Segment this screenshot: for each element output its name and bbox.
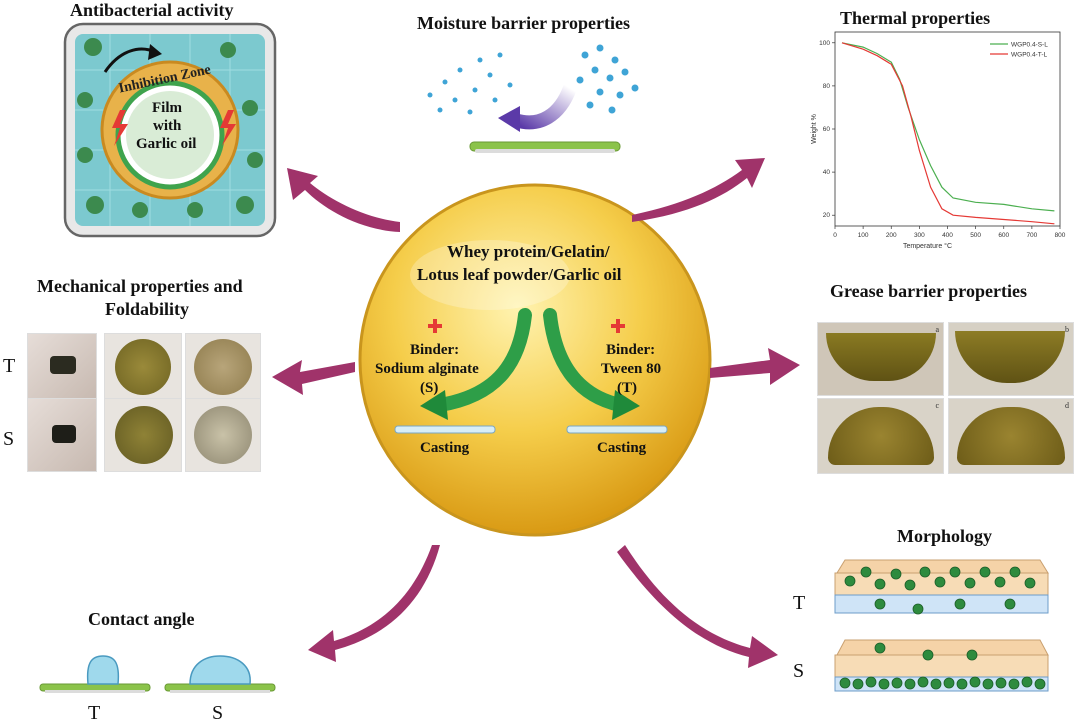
chart-frame [834, 31, 1061, 227]
droplet-t-icon [86, 655, 120, 685]
grease-photo-d: d [948, 398, 1074, 474]
arrow-to-thermal [632, 158, 765, 222]
bacteria-clusters [77, 38, 263, 218]
photo-s-folded [185, 398, 261, 472]
y-tick-label: 40 [823, 169, 831, 176]
plus-icon-left [428, 319, 442, 333]
casting-dish-left [394, 425, 496, 434]
casting-left-label: Casting [420, 440, 470, 456]
right-binder-line3: (T) [617, 380, 637, 396]
mechanical-row-s-label: S [3, 428, 15, 450]
particles-t [844, 566, 1036, 615]
grease-title: Grease barrier properties [830, 281, 1027, 301]
grease-photo-b: b [948, 322, 1074, 396]
x-tick-label: 700 [1026, 232, 1037, 239]
right-binder-line1: Binder: [606, 342, 656, 358]
x-tick-label: 300 [914, 232, 925, 239]
grease-letter-a: a [935, 325, 939, 334]
left-binder-line2: Sodium alginate [375, 361, 479, 377]
antibacterial-title: Antibacterial activity [70, 0, 234, 20]
grease-photo-c: c [817, 398, 944, 474]
series-line-WGP0.4-S-L [841, 42, 1055, 212]
x-tick-label: 0 [833, 232, 837, 239]
particles-s [839, 642, 1046, 690]
contact-angle-film-t [39, 683, 151, 693]
central-sphere [358, 183, 712, 537]
contact-angle-label-s: S [212, 702, 224, 724]
x-tick-label: 100 [858, 232, 869, 239]
film-label-2: with [153, 118, 182, 134]
casting-dish-right [566, 425, 668, 434]
droplet-s-icon [189, 655, 251, 685]
left-binder-line1: Binder: [410, 342, 460, 358]
mechanical-row-t-label: T [3, 355, 16, 377]
x-tick-label: 600 [998, 232, 1009, 239]
legend-label-WGP0.4-T-L: WGP0.4-T-L [1011, 52, 1048, 59]
left-binder-line3: (S) [420, 380, 439, 396]
x-tick-label: 500 [970, 232, 981, 239]
moisture-title: Moisture barrier properties [417, 13, 630, 33]
center-title-line1: Whey protein/Gelatin/ [447, 242, 610, 261]
arrow-to-grease [710, 348, 800, 385]
x-tick-label: 400 [942, 232, 953, 239]
arrow-to-mechanical [272, 360, 355, 395]
legend-label-WGP0.4-S-L: WGP0.4-S-L [1011, 42, 1048, 49]
x-axis-label: Temperature °C [903, 242, 952, 250]
y-tick-label: 80 [823, 83, 831, 90]
grease-photo-a: a [817, 322, 944, 396]
grease-letter-d: d [1065, 401, 1069, 410]
bolt-icon-left [112, 110, 128, 146]
contact-angle-label-t: T [88, 702, 101, 724]
film-label-3: Garlic oil [136, 136, 197, 152]
photo-t-film [104, 333, 182, 401]
plus-icon-right [611, 319, 625, 333]
arrow-to-contact [308, 545, 440, 662]
y-axis-label: Weight % [811, 114, 818, 144]
moisture-arrow [498, 81, 577, 132]
green-arrow-right [543, 308, 640, 420]
arrow-to-antibacterial [287, 168, 400, 232]
film-sample-moisture [469, 141, 621, 153]
bolt-icon-right [220, 110, 236, 146]
thermal-title: Thermal properties [840, 8, 991, 28]
x-tick-label: 800 [1055, 232, 1066, 239]
series-line-WGP0.4-T-L [841, 42, 1055, 225]
thermal-chart: 0 100 200 300 400 500 600 700 800 20 40 60 80 100Temp… [811, 31, 1066, 250]
contact-angle-title: Contact angle [88, 609, 195, 629]
morphology-film-s [834, 639, 1049, 692]
x-tick-label: 200 [886, 232, 897, 239]
curved-arrow-icon [103, 44, 162, 73]
green-arrow-left [420, 308, 532, 420]
morphology-title: Morphology [897, 526, 993, 546]
film-label-1: Film [152, 100, 182, 116]
petri-dish [63, 22, 277, 238]
contact-angle-film-s [164, 683, 276, 693]
mechanical-title-line1: Mechanical properties and [37, 276, 243, 296]
photo-s-film [104, 398, 182, 472]
casting-right-label: Casting [597, 440, 647, 456]
center-title-line2: Lotus leaf powder/Garlic oil [417, 265, 622, 284]
morphology-label-t: T [793, 592, 806, 614]
morphology-label-s: S [793, 660, 805, 682]
y-tick-label: 100 [819, 40, 830, 47]
arrow-to-morphology [617, 545, 778, 668]
right-binder-line2: Tween 80 [601, 361, 662, 377]
mechanical-title-line2: Foldability [105, 299, 190, 319]
grease-letter-b: b [1065, 325, 1069, 334]
photo-t-fold [27, 333, 97, 401]
y-tick-label: 20 [823, 212, 831, 219]
grease-letter-c: c [935, 401, 939, 410]
photo-s-fold [27, 398, 97, 472]
y-tick-label: 60 [823, 126, 831, 133]
photo-t-folded [185, 333, 261, 401]
water-droplets [427, 44, 639, 115]
